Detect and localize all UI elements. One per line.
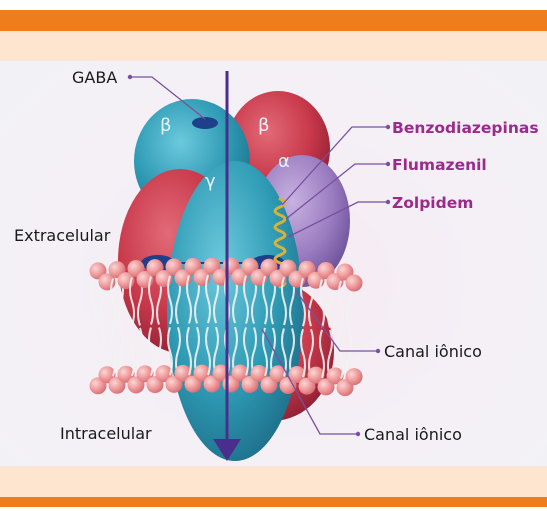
lipid-tails (111, 279, 123, 377)
subunit-label-gamma: γ (205, 171, 216, 192)
label-zolpidem: Zolpidem (392, 194, 473, 212)
bottom-orange-bar (0, 497, 547, 507)
top-orange-bar (0, 10, 547, 31)
gaba-receptor-diagram: β β α γ GABA Benzodiazepinas Flumazenil … (0, 61, 547, 466)
bottom-peach-band (0, 466, 547, 497)
subunit-label-alpha: α (278, 151, 290, 172)
lipid-tails (92, 280, 104, 377)
subunit-label-beta-left: β (160, 115, 172, 136)
label-benzodiazepinas: Benzodiazepinas (392, 119, 539, 137)
lipid-tails (339, 281, 351, 379)
label-extracelular: Extracelular (14, 226, 111, 245)
lipid-head (346, 275, 363, 292)
label-intracelular: Intracelular (60, 424, 152, 443)
label-canal-ionico-2: Canal iônico (364, 425, 462, 444)
label-canal-ionico-1: Canal iônico (384, 342, 482, 361)
subunit-label-beta-right: β (258, 115, 270, 136)
lipid-head (346, 368, 363, 385)
label-flumazenil: Flumazenil (392, 156, 487, 174)
label-gaba: GABA (72, 68, 117, 87)
top-peach-band (0, 31, 547, 61)
